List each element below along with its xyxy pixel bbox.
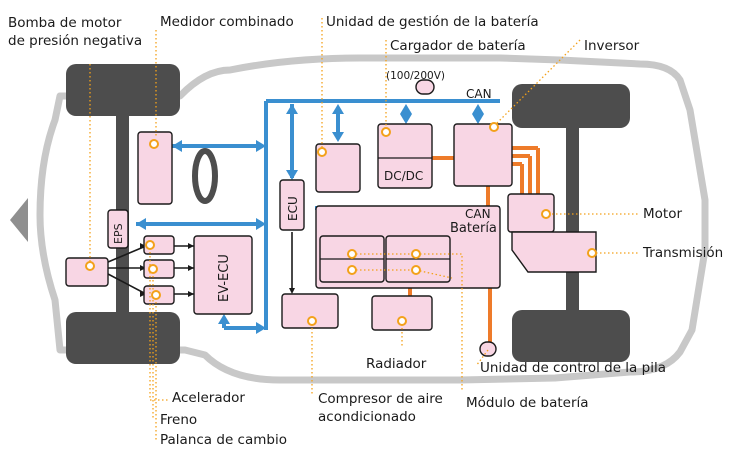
wheel-front-right bbox=[66, 312, 180, 364]
label-motor: Motor bbox=[643, 206, 683, 222]
power-lines bbox=[408, 146, 540, 345]
label-combined-meter: Medidor combinado bbox=[160, 14, 294, 30]
pedal-arrowheads bbox=[140, 243, 295, 297]
label-battery-module: Módulo de batería bbox=[466, 395, 589, 411]
label-stack-control-unit: Unidad de control de la pila bbox=[480, 360, 666, 376]
eps-box bbox=[107, 209, 129, 249]
label-radiator: Radiador bbox=[366, 356, 427, 372]
car-body-outline bbox=[36, 54, 709, 384]
stack-control-box bbox=[479, 341, 497, 357]
can-label-top: CAN bbox=[466, 87, 492, 101]
ecu-label: ECU bbox=[286, 196, 300, 221]
rear-axle bbox=[566, 104, 579, 326]
label-battery-charger: Cargador de batería bbox=[390, 38, 526, 54]
label-negative-pressure-pump: Bomba de motor de presión negativa bbox=[8, 15, 143, 49]
markers bbox=[85, 122, 597, 326]
label-inverter: Inversor bbox=[584, 38, 640, 54]
transmission-box bbox=[511, 231, 597, 273]
battery-label: Batería bbox=[450, 221, 497, 236]
ecu-box bbox=[279, 179, 305, 231]
front-direction-arrow bbox=[10, 198, 28, 242]
dcdc-label: DC/DC bbox=[384, 169, 423, 183]
wheel-rear-right bbox=[512, 310, 630, 362]
bms-box bbox=[315, 143, 361, 193]
inverter-box bbox=[453, 123, 513, 187]
label-ac-compressor: Compresor de aire acondicionado bbox=[318, 391, 443, 425]
negative-pressure-pump-box bbox=[65, 257, 109, 287]
eps-label: EPS bbox=[112, 223, 125, 244]
charger-inlet-box bbox=[415, 79, 435, 95]
can-label-battery: CAN bbox=[465, 207, 491, 221]
ev-ecu-label: EV-ECU bbox=[217, 254, 232, 302]
radiator-box bbox=[371, 295, 433, 331]
combined-meter-box bbox=[137, 131, 173, 205]
wheel-rear-left bbox=[512, 84, 630, 128]
label-transmission: Transmisión bbox=[643, 245, 724, 261]
label-shift-lever: Palanca de cambio bbox=[160, 432, 287, 448]
label-battery-management-unit: Unidad de gestión de la batería bbox=[326, 14, 539, 30]
wheel-front-left bbox=[66, 64, 180, 116]
compressor-box bbox=[281, 293, 339, 329]
steering-ring bbox=[192, 148, 218, 204]
ev-ecu-box bbox=[193, 235, 253, 315]
label-charger-voltage: (100/200V) bbox=[386, 70, 445, 82]
charger-dcdc-box bbox=[377, 123, 433, 189]
label-brake: Freno bbox=[160, 412, 198, 428]
label-accelerator: Acelerador bbox=[172, 390, 245, 406]
